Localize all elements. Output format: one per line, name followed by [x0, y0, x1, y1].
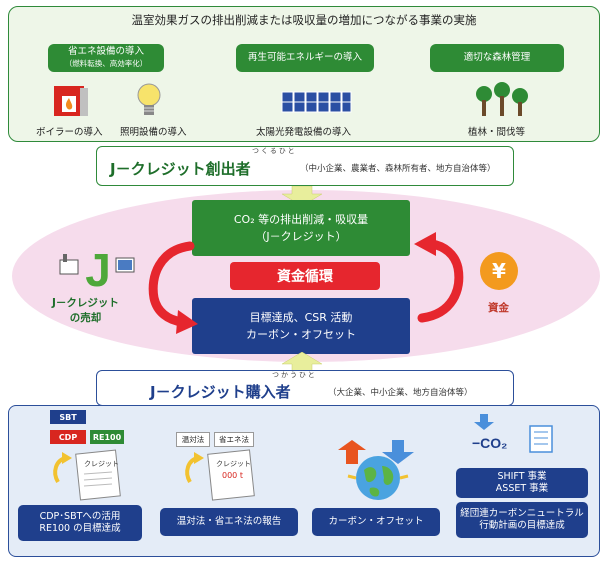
usage-shift-line2: ASSET 事業 [495, 483, 549, 494]
creators-box [96, 146, 514, 186]
arrow-up-bottom [281, 352, 323, 372]
creators-ruby: つくるひと [252, 147, 297, 155]
sbt-tag-text: SBT [59, 412, 77, 422]
fund-cycle-box: 資金循環 [230, 262, 380, 290]
usage-cdp-sbt: CDP･SBTへの活用 RE100 の目標達成 [18, 505, 142, 541]
goal-line2: カーボン・オフセット [246, 328, 356, 341]
buyers-ruby: つかうひと [272, 371, 317, 379]
category-forest: 適切な森林管理 [430, 44, 564, 72]
usage-shift-asset: SHIFT 事業 ASSET 事業 [456, 468, 588, 498]
creators-subtitle: （中小企業、農業者、森林所有者、地方自治体等） [300, 164, 496, 174]
usage-cdp-sbt-line2: RE100 の目標達成 [39, 523, 121, 534]
ontaiho-tag: 温対法 [176, 432, 210, 447]
globe-icon [338, 440, 414, 500]
sbt-tag: SBT [50, 410, 86, 424]
category-energy-saving-note: （燃料転換、高効率化） [64, 59, 148, 68]
usage-keidanren-line1: 経団連カーボンニュートラル [460, 508, 584, 519]
fund-label: 資金 [488, 302, 509, 314]
reduction-box: CO₂ 等の排出削減・吸収量 （J－クレジット） [192, 200, 410, 256]
j-credit-logo-icon: J [59, 244, 135, 292]
category-renewable: 再生可能エネルギーの導入 [236, 44, 374, 72]
usage-shift-line1: SHIFT 事業 [497, 471, 547, 482]
sale-line2: の売却 [69, 312, 102, 324]
sale-label: J－クレジット の売却 [52, 296, 119, 326]
category-renewable-label: 再生可能エネルギーの導入 [247, 52, 362, 63]
usage-keidanren-line2: 行動計画の目標達成 [479, 520, 565, 531]
credit-amount: 000 t [222, 471, 243, 480]
usage-offset: カーボン・オフセット [312, 508, 440, 536]
goal-box: 目標達成、CSR 活動 カーボン・オフセット [192, 298, 410, 354]
buyers-box [96, 370, 514, 406]
j-logo-letter: J [85, 244, 111, 292]
ontaiho-tag-text: 温対法 [181, 435, 205, 444]
usage-offset-line1: カーボン・オフセット [328, 516, 424, 527]
boiler-label: ボイラーの導入 [36, 127, 103, 138]
report-document-icon: クレジット 000 t [185, 449, 255, 501]
fund-cycle-label: 資金循環 [277, 269, 333, 285]
boiler-icon [54, 86, 88, 116]
re100-tag-text: RE100 [92, 432, 122, 442]
buyers-subtitle: （大企業、中小企業、地方自治体等） [328, 388, 473, 398]
goal-line1: 目標達成、CSR 活動 [249, 311, 353, 324]
left-cycle-arrow [148, 241, 198, 334]
co2-label: −CO₂ [472, 435, 507, 451]
reduction-line1: CO₂ 等の排出削減・吸収量 [233, 213, 369, 226]
re100-tag: RE100 [90, 430, 124, 444]
solar-panel-icon [281, 91, 352, 113]
shoene-tag: 省エネ法 [214, 432, 254, 447]
category-energy-saving: 省エネ設備の導入 （燃料転換、高効率化） [48, 44, 164, 72]
trees-icon [476, 82, 528, 116]
cdp-tag-text: CDP [58, 432, 78, 442]
usage-cdp-sbt-line1: CDP･SBTへの活用 [39, 511, 121, 522]
usage-keidanren: 経団連カーボンニュートラル 行動計画の目標達成 [456, 502, 588, 538]
buyers-title: J－クレジット購入者 [150, 383, 291, 401]
usage-report: 温対法・省エネ法の報告 [160, 508, 298, 536]
co2-reduction-icon: −CO₂ [472, 414, 553, 453]
yen-symbol: ¥ [492, 259, 506, 283]
credit-doc-text-1: クレジット [84, 460, 119, 468]
credit-doc-text-2: クレジット [216, 460, 251, 468]
forestry-label: 植林・間伐等 [468, 127, 526, 138]
reduction-line2: （J－クレジット） [255, 230, 347, 243]
shoene-tag-text: 省エネ法 [219, 435, 249, 444]
yen-coin-icon: ¥ [480, 252, 518, 290]
activity-panel [8, 6, 600, 142]
sale-line1: J－クレジット [52, 297, 119, 309]
creators-title: J－クレジット創出者 [110, 160, 251, 178]
lighting-label: 照明設備の導入 [120, 127, 187, 138]
category-energy-saving-label: 省エネ設備の導入 [67, 46, 144, 57]
lightbulb-icon [137, 83, 161, 115]
usage-report-line1: 温対法・省エネ法の報告 [176, 516, 282, 527]
activity-title: 温室効果ガスの排出削減または吸収量の増加につながる事業の実施 [131, 13, 477, 27]
right-cycle-arrow [414, 232, 464, 323]
cdp-tag: CDP [50, 430, 86, 444]
credit-document-icon: クレジット [53, 449, 121, 501]
solar-label: 太陽光発電設備の導入 [256, 127, 352, 138]
category-forest-label: 適切な森林管理 [463, 52, 531, 63]
